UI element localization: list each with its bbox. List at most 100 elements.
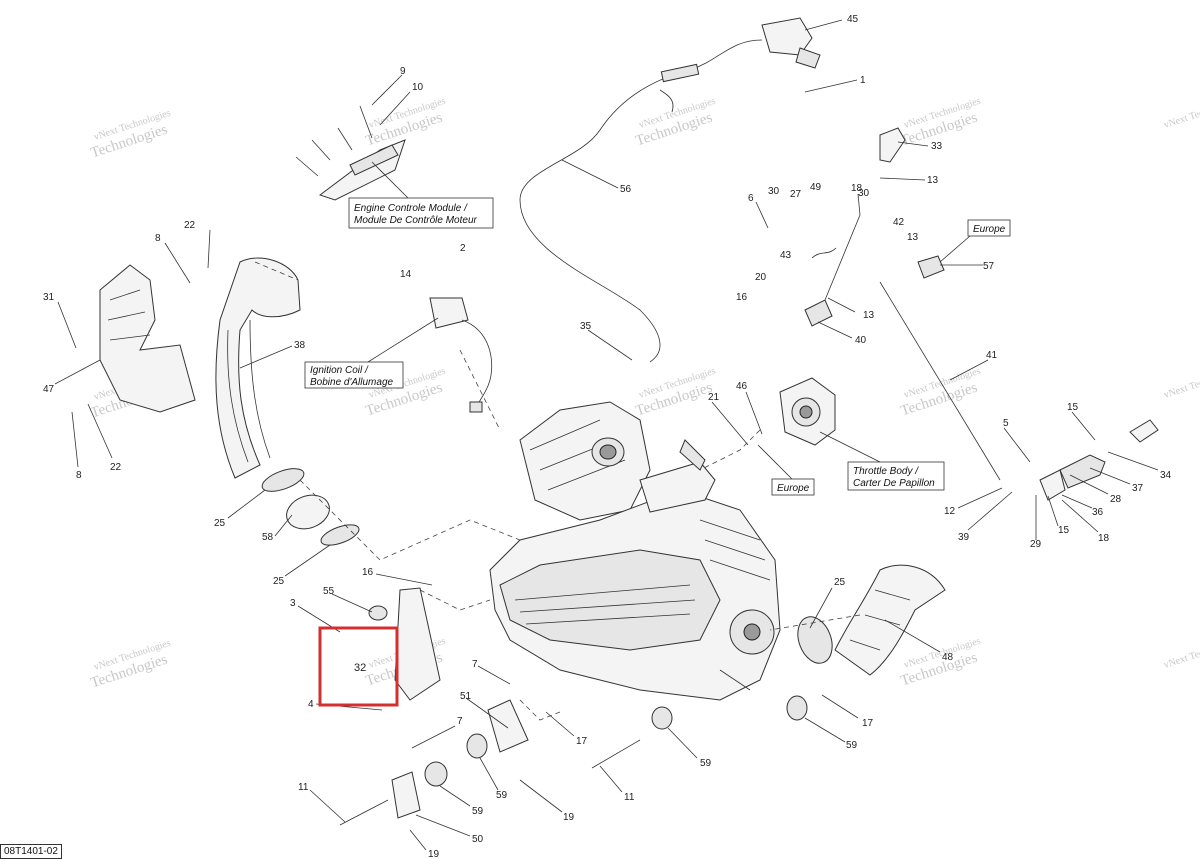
callout-3: 3 [290, 598, 296, 609]
ignition-coil-part [429, 297, 493, 413]
heat-shield [99, 264, 196, 413]
callout-39: 39 [958, 532, 970, 543]
label-line: Engine Controle Module / [354, 203, 468, 214]
right-bracket [1039, 419, 1159, 501]
callout-8: 8 [76, 470, 82, 481]
callout-43: 43 [780, 250, 792, 261]
engine-assembly [489, 401, 781, 701]
callout-31: 31 [43, 292, 55, 303]
callout-50: 50 [472, 834, 484, 845]
label-line: Throttle Body / [853, 466, 919, 477]
callout-59: 59 [472, 806, 484, 817]
callout-40: 40 [855, 335, 867, 346]
callout-8: 8 [155, 233, 161, 244]
callout-46: 46 [736, 381, 748, 392]
callout-20: 20 [755, 272, 767, 283]
label-line: Bobine d'Allumage [310, 377, 394, 388]
watermark: vNext Technologies [1163, 96, 1200, 131]
callout-22: 22 [184, 220, 196, 231]
exhaust-duct [797, 564, 946, 676]
label-ecm: Engine Controle Module / Module De Contr… [348, 161, 494, 229]
callout-36: 36 [1092, 507, 1104, 518]
callout-17: 17 [862, 718, 874, 729]
label-ignition-coil: Ignition Coil / Bobine d'Allumage [304, 317, 439, 389]
callout-49: 49 [810, 182, 822, 193]
callout-22: 22 [110, 462, 122, 473]
callout-19: 19 [563, 812, 575, 823]
callout-30: 30 [858, 188, 870, 199]
leader-lines [54, 19, 1159, 851]
callout-1: 1 [860, 75, 866, 86]
engine-mounts [339, 587, 808, 826]
callout-57: 57 [983, 261, 995, 272]
throttle-body-part [779, 377, 836, 446]
callout-29: 29 [1030, 539, 1042, 550]
callout-25: 25 [214, 518, 226, 529]
callout-25: 25 [273, 576, 285, 587]
callout-7: 7 [472, 659, 478, 670]
callout-59: 59 [496, 790, 508, 801]
label-line: Module De Contrôle Moteur [354, 215, 478, 226]
assembly-lines [254, 261, 861, 721]
callout-15: 15 [1058, 525, 1070, 536]
label-line: Europe [777, 483, 810, 494]
callout-58: 58 [262, 532, 274, 543]
callout-9: 9 [400, 66, 406, 77]
callout-34: 34 [1160, 470, 1172, 481]
callout-2: 2 [460, 243, 466, 254]
reference-code: 08T1401-02 [0, 844, 62, 859]
callout-33: 33 [931, 141, 943, 152]
label-line: Ignition Coil / [310, 365, 369, 376]
watermark: vNext Technologies [1163, 636, 1200, 671]
callout-56: 56 [620, 184, 632, 195]
callout-5: 5 [1003, 418, 1009, 429]
callout-4: 4 [308, 699, 314, 710]
callout-45: 45 [847, 14, 859, 25]
callout-14: 14 [400, 269, 412, 280]
callout-55: 55 [323, 586, 335, 597]
air-intake-duct [215, 257, 360, 546]
callout-41: 41 [986, 350, 998, 361]
callout-21: 21 [708, 392, 720, 403]
callout-16: 16 [736, 292, 748, 303]
callout-38: 38 [294, 340, 306, 351]
callout-16: 16 [362, 567, 374, 578]
label-line: Europe [973, 224, 1006, 235]
linkage-rod [804, 127, 1001, 481]
callout-35: 35 [580, 321, 592, 332]
callout-6: 6 [748, 193, 754, 204]
callout-19: 19 [428, 849, 440, 859]
callout-27: 27 [790, 189, 802, 200]
callout-17: 17 [576, 736, 588, 747]
callout-numbers: 45 1 9 10 33 13 56 6 30 27 49 18 30 42 1… [43, 14, 1172, 859]
callout-25: 25 [834, 577, 846, 588]
callout-11: 11 [624, 792, 635, 803]
callout-18: 18 [1098, 533, 1110, 544]
callout-13: 13 [927, 175, 939, 186]
label-line: Carter De Papillon [853, 478, 935, 489]
label-europe-mid: Europe [757, 444, 815, 496]
callout-30: 30 [768, 186, 780, 197]
callout-59: 59 [846, 740, 858, 751]
throttle-cable [519, 17, 821, 363]
highlight-box [318, 626, 399, 707]
callout-51: 51 [460, 691, 472, 702]
label-throttle-body: Throttle Body / Carter De Papillon [819, 431, 945, 491]
callout-11: 11 [298, 782, 309, 793]
ecm-part [295, 105, 406, 201]
callout-48: 48 [942, 652, 954, 663]
callout-18: 18 [851, 183, 863, 194]
watermark: vNext Technologies [1163, 366, 1200, 401]
callout-7: 7 [457, 716, 463, 727]
callout-42: 42 [893, 217, 905, 228]
callout-28: 28 [1110, 494, 1122, 505]
callout-47: 47 [43, 384, 55, 395]
callout-10: 10 [412, 82, 424, 93]
callout-13: 13 [907, 232, 919, 243]
callout-32: 32 [354, 662, 366, 674]
callout-13: 13 [863, 310, 875, 321]
callout-15: 15 [1067, 402, 1079, 413]
callout-12: 12 [944, 506, 956, 517]
